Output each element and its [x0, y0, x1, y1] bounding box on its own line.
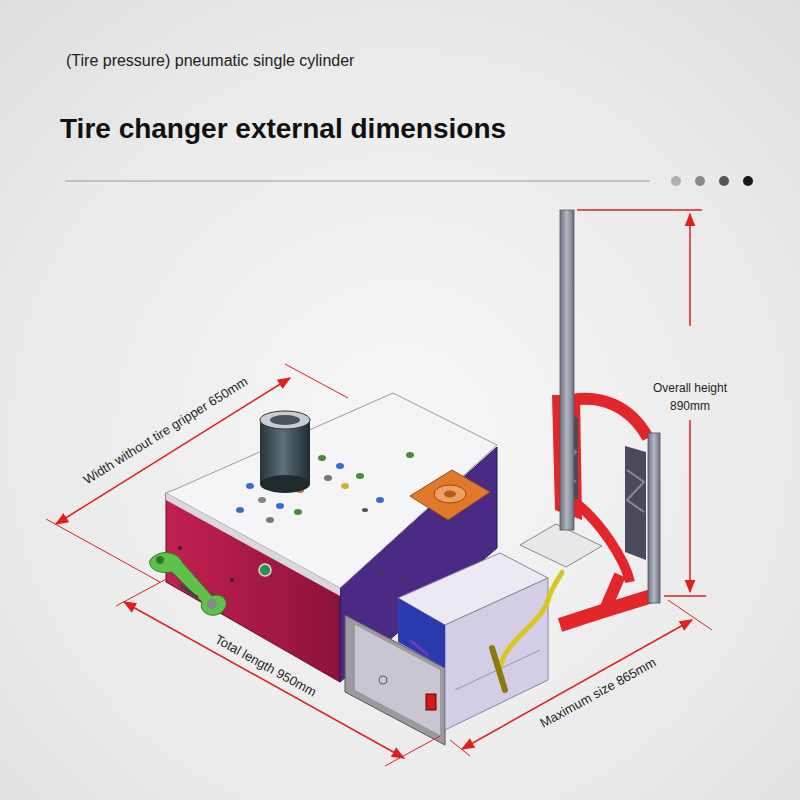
- header-rule: [65, 181, 650, 182]
- tire-gripper-unit: [426, 694, 436, 710]
- dimension-lines: [46, 519, 160, 582]
- turntable-plate: [410, 470, 490, 520]
- dimension-lines: [450, 740, 470, 756]
- frame-pillars: [648, 433, 660, 603]
- subtitle-note: (Tire pressure) pneumatic single cylinde…: [66, 52, 354, 70]
- dimension-label: Maximum size 865mm: [538, 654, 659, 730]
- clamp-handles: [150, 553, 226, 616]
- turntable-plate: [410, 470, 490, 520]
- frame-pillars: [560, 210, 660, 603]
- clamp-handles: [150, 553, 226, 616]
- dimension-lines: [577, 209, 702, 211]
- machine-body: [178, 546, 182, 550]
- bead-cylinder: [260, 475, 310, 493]
- control-dots: [341, 483, 349, 489]
- control-dots: [324, 475, 332, 481]
- control-dots: [376, 497, 384, 503]
- dimension-lines: [385, 736, 440, 766]
- control-dots: [258, 497, 266, 503]
- dimension-lines: [689, 214, 691, 326]
- tire-gripper-unit: [398, 598, 445, 668]
- clamp-handles: [180, 585, 198, 598]
- bead-cylinder: [260, 411, 310, 429]
- control-dots: [336, 463, 344, 469]
- bead-cylinder: [260, 411, 310, 493]
- header-rule: [65, 176, 753, 186]
- header-rule: [671, 176, 681, 186]
- control-dots: [406, 452, 414, 458]
- yellow-handle: [492, 648, 505, 690]
- turntable-plate: [434, 485, 466, 503]
- foot-pedal: [520, 524, 602, 567]
- control-dots: [318, 455, 326, 461]
- header-rule: [743, 176, 753, 186]
- clamp-handles: [156, 556, 164, 564]
- tire-frame: [627, 470, 644, 512]
- control-dots: [246, 483, 254, 489]
- control-dots: [266, 517, 274, 523]
- yellow-handle: [492, 572, 562, 690]
- machine-body: [230, 578, 234, 582]
- tire-gripper-unit: [445, 578, 548, 730]
- tire-gripper-unit: [410, 640, 428, 655]
- dimension-lines: [285, 364, 348, 398]
- tire-frame: [604, 575, 620, 612]
- control-dots: [294, 509, 302, 515]
- foot-pedal: [520, 524, 602, 567]
- dimension-lines: [664, 595, 706, 597]
- turntable-plate: [444, 491, 456, 498]
- header-rule: [695, 176, 705, 186]
- yellow-handle: [500, 572, 562, 668]
- tire-gripper-unit: [345, 553, 548, 745]
- tire-frame: [572, 399, 648, 438]
- tire-gripper-unit: [379, 676, 387, 684]
- machine-body: [166, 393, 497, 588]
- tire-frame: [625, 446, 646, 560]
- dimension-lines: [668, 600, 712, 630]
- dimension-label: Overall height 890mm: [638, 379, 742, 415]
- control-dots: [362, 508, 368, 512]
- header-rule: [719, 176, 729, 186]
- dimension-lines: [46, 210, 712, 766]
- control-dots: [276, 503, 284, 509]
- dimension-lines: [124, 602, 404, 758]
- control-dots: [236, 507, 244, 513]
- bead-cylinder: [260, 420, 310, 484]
- page-title: Tire changer external dimensions: [60, 113, 506, 145]
- clamp-handles: [207, 599, 217, 609]
- frame-pillars: [560, 210, 574, 530]
- dimension-lines: [56, 378, 290, 524]
- control-dots: [356, 473, 364, 479]
- machine-body: [259, 564, 271, 576]
- dimension-lines: [462, 620, 692, 749]
- bead-cylinder: [270, 415, 300, 425]
- dimension-lines: [689, 420, 691, 592]
